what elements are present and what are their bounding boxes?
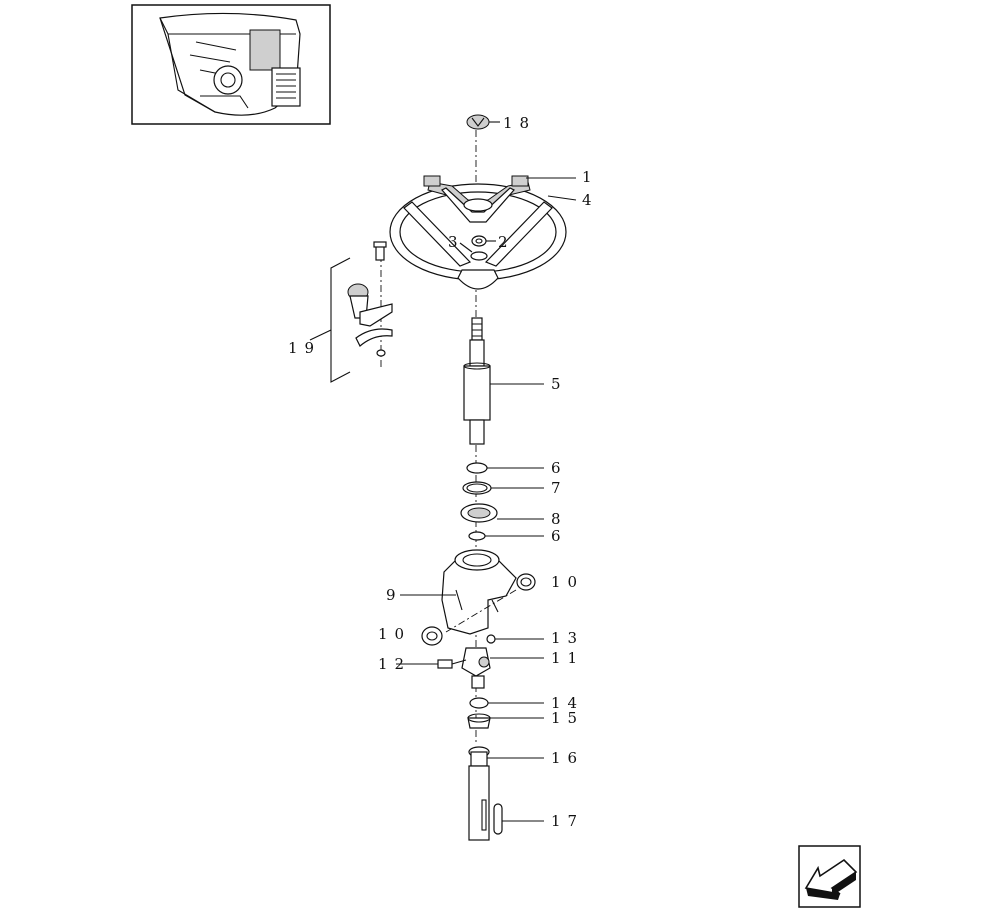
part-housing-9 [400, 549, 517, 635]
callout-15: 15 [551, 709, 584, 727]
callout-1: 1 [582, 168, 599, 186]
callout-12: 12 [378, 655, 411, 673]
callout-16: 16 [551, 749, 584, 767]
callout-6-upper: 6 [551, 459, 568, 477]
callout-3: 3 [448, 233, 465, 251]
part-nut-washer-2-3 [459, 235, 496, 261]
callout-10-left: 10 [378, 625, 411, 643]
callout-17: 17 [551, 812, 584, 830]
callout-2: 2 [498, 233, 515, 251]
callout-19: 19 [288, 339, 321, 357]
tractor-cab-thumbnail-icon[interactable] [131, 4, 331, 125]
callout-9: 9 [386, 586, 403, 604]
callout-5: 5 [551, 375, 568, 393]
part-cap-18 [466, 114, 500, 130]
part-universal-joint-11 [396, 634, 544, 689]
callout-11: 11 [551, 649, 584, 667]
callout-13: 13 [551, 629, 584, 647]
part-rings-bearing-6-7-8 [460, 462, 544, 541]
callout-4: 4 [582, 191, 599, 209]
callout-18: 18 [503, 114, 536, 132]
callout-6-lower: 6 [551, 527, 568, 545]
part-lower-shaft-16 [468, 746, 544, 841]
back-arrow-icon[interactable] [798, 845, 861, 908]
callout-14: 14 [551, 694, 584, 712]
callout-10-right: 10 [551, 573, 584, 591]
callout-8: 8 [551, 510, 568, 528]
callout-7: 7 [551, 479, 568, 497]
part-ring-nut-14-15 [467, 697, 544, 729]
part-bracket-group-19 [309, 241, 393, 383]
part-caps-10 [421, 573, 536, 646]
part-steering-wheel-4 [389, 175, 577, 290]
part-steering-shaft-5 [463, 317, 544, 445]
part-key-17 [493, 803, 544, 835]
